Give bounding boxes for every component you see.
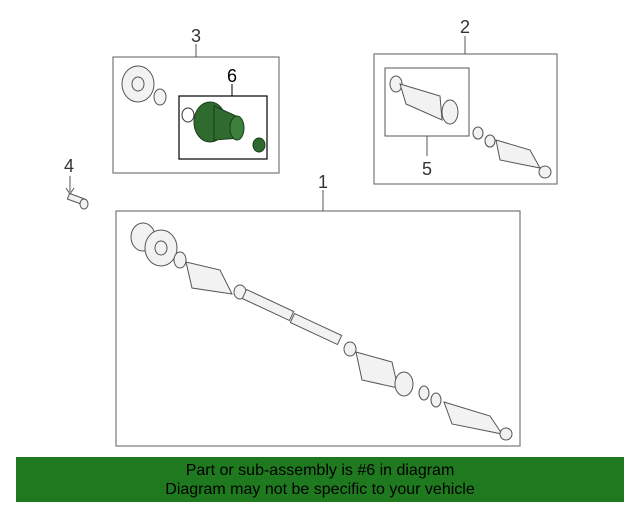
callout-4: 4 <box>64 156 74 176</box>
callout-6: 6 <box>227 66 237 86</box>
callout-3: 3 <box>191 26 201 46</box>
info-banner: Part or sub-assembly is #6 in diagram Di… <box>16 457 624 502</box>
callout-2: 2 <box>460 17 470 37</box>
callout-1: 1 <box>318 172 328 192</box>
hub-flange-part <box>121 65 167 106</box>
group-4[interactable]: 4 <box>64 156 89 210</box>
boot-kit-part <box>389 75 552 179</box>
parts-diagram: 3 6 2 5 <box>64 17 558 447</box>
callout-5: 5 <box>422 159 432 179</box>
banner-line-1: Part or sub-assembly is #6 in diagram <box>185 462 455 479</box>
group-2[interactable]: 2 5 <box>373 17 558 185</box>
cv-joint-part-highlighted[interactable] <box>181 101 266 153</box>
group-3[interactable]: 3 6 <box>112 26 280 174</box>
banner-line-2: Diagram may not be specific to your vehi… <box>165 481 475 498</box>
bolt-part <box>66 192 89 210</box>
axle-assembly-part <box>130 222 513 441</box>
group-1[interactable]: 1 <box>115 172 521 447</box>
